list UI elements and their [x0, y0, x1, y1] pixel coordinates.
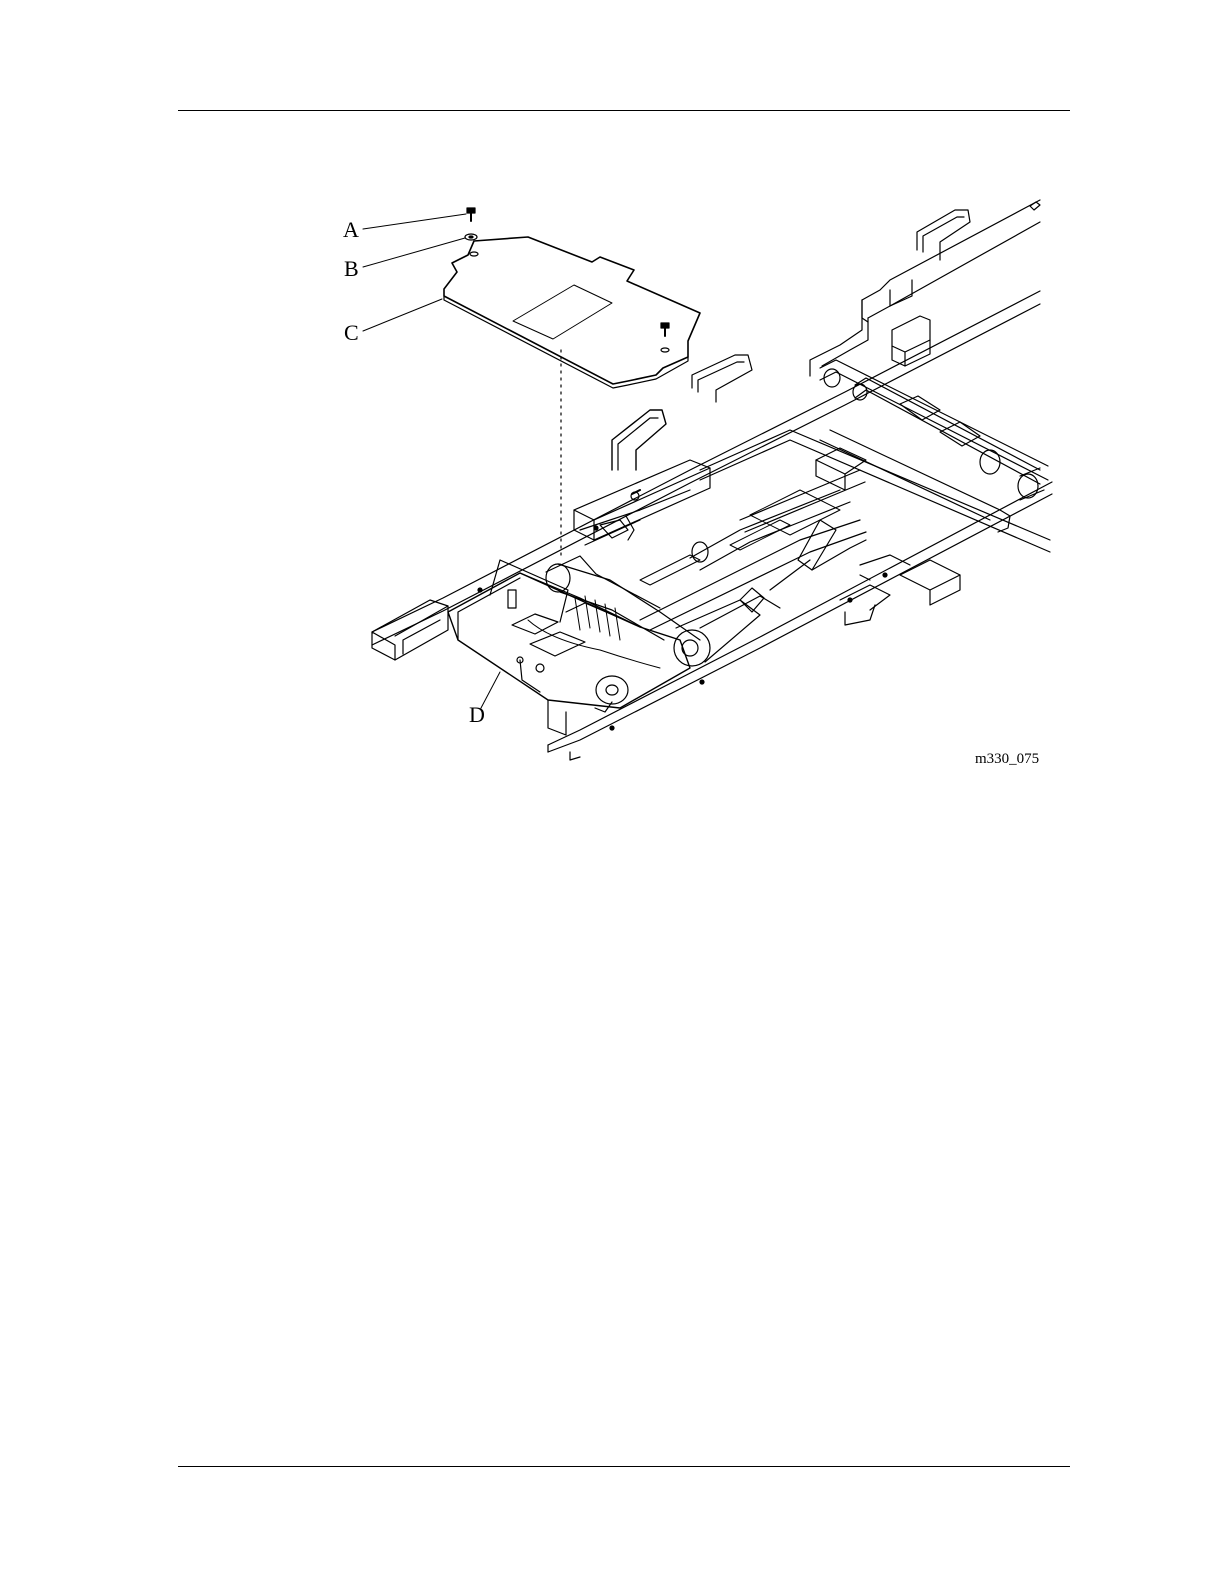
bed-frame-assembly: [372, 200, 1052, 760]
footer-rule: [178, 1466, 1070, 1467]
callout-c: C: [344, 322, 359, 344]
callout-d: D: [469, 704, 485, 726]
leader-lines: [363, 214, 500, 708]
callout-b: B: [344, 258, 359, 280]
header-rule: [178, 110, 1070, 111]
cover-plate-part-c: [444, 237, 700, 388]
bed-frame-illustration: [330, 190, 1060, 770]
screw-part-a: [467, 208, 475, 221]
figure-code: m330_075: [975, 751, 1039, 768]
callout-a: A: [343, 219, 359, 241]
washer-part-b: [465, 234, 477, 240]
